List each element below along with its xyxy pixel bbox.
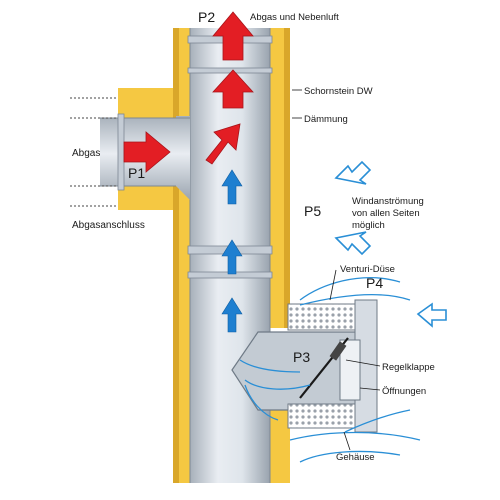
label-wind-3: möglich xyxy=(352,220,385,231)
wind-hollow-arrows xyxy=(334,160,447,328)
label-p1: P1 xyxy=(128,165,145,181)
air-flow-arrows xyxy=(221,169,243,333)
label-abgas: Abgas xyxy=(72,148,100,159)
label-regelklappe: Regelklappe xyxy=(382,362,435,373)
label-abgas-nebenluft: Abgas und Nebenluft xyxy=(250,12,339,23)
arrow-p1 xyxy=(123,131,171,173)
label-venturi: Venturi-Düse xyxy=(340,264,395,275)
label-p2: P2 xyxy=(198,9,215,25)
label-daemmung: Dämmung xyxy=(304,114,348,125)
diagram-labels: P2 Abgas und Nebenluft Schornstein DW Dä… xyxy=(72,9,435,463)
arrow-blue-3 xyxy=(221,297,243,333)
label-oeffnungen: Öffnungen xyxy=(382,386,426,397)
label-p4: P4 xyxy=(366,275,383,291)
lower-housing xyxy=(231,299,378,433)
label-p5: P5 xyxy=(304,203,321,219)
arrow-mid xyxy=(205,123,241,165)
label-gehaeuse: Gehäuse xyxy=(336,452,375,463)
arrow-blue-2 xyxy=(221,239,243,275)
label-p3: P3 xyxy=(293,349,310,365)
label-wind-1: Windanströmung xyxy=(352,196,424,207)
arrow-upper xyxy=(212,69,254,109)
wind-streamlines xyxy=(239,277,421,463)
exhaust-flow-arrows xyxy=(123,11,254,173)
label-wind-2: von allen Seiten xyxy=(352,208,420,219)
label-schornstein: Schornstein DW xyxy=(304,86,373,97)
label-abgasanschluss: Abgasanschluss xyxy=(72,220,145,231)
arrow-blue-1 xyxy=(221,169,243,205)
arrow-p2-top xyxy=(212,11,254,61)
